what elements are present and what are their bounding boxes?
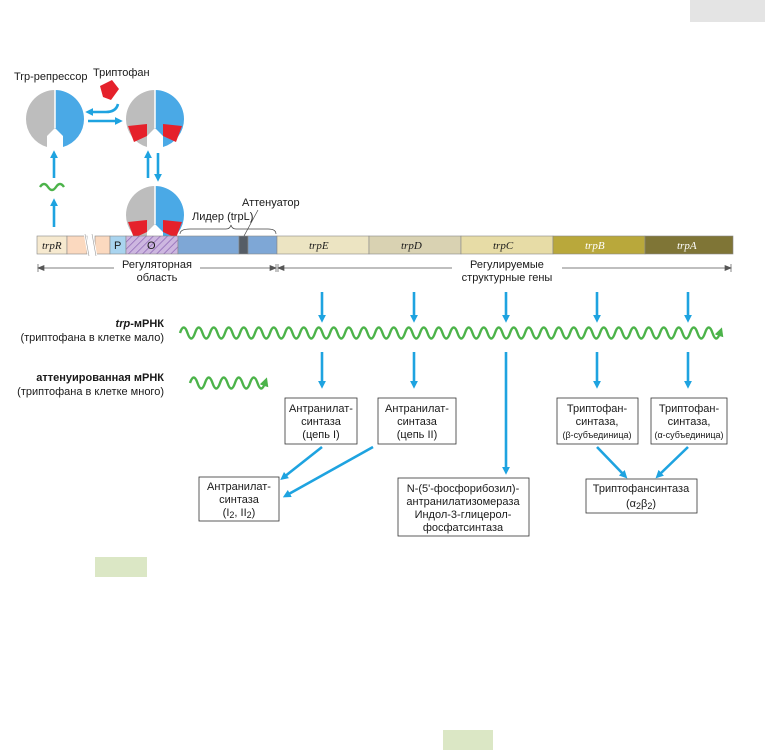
- svg-text:фосфатсинтаза: фосфатсинтаза: [423, 522, 504, 534]
- attenuator-pointer: [243, 209, 259, 237]
- tryptophan-synthase-alpha-box: Триптофан- синтаза, (α-субъединица): [650, 397, 728, 445]
- segment-trpB: trpB: [585, 240, 605, 252]
- regulatory-region-label-2: область: [137, 272, 178, 284]
- svg-text:синтаза,: синтаза,: [576, 416, 619, 428]
- segment-trpR: trpR: [42, 240, 62, 252]
- binding-arrow-forward: [85, 103, 120, 116]
- repressor-label: Trp-репрессор: [14, 71, 88, 83]
- leader-label: Лидер (trpL): [192, 211, 253, 223]
- svg-text:антранилатизомераза: антранилатизомераза: [406, 496, 520, 508]
- assembly-arrow-I: [280, 445, 323, 480]
- regulatory-region-label: Регуляторная: [122, 259, 192, 271]
- trp-mrna-note: (триптофана в клетке мало): [20, 332, 164, 344]
- attenuated-mrna-wave: [188, 376, 269, 390]
- tryptophan-label: Триптофан: [93, 67, 150, 79]
- anthranilate-synthase-complex-box: Антранилат- синтаза (I2, II2): [198, 476, 280, 522]
- structural-genes-label-2: структурные гены: [462, 272, 553, 284]
- segment-trpA: trpA: [677, 240, 697, 252]
- tryptophan-synthase-beta-box: Триптофан- синтаза, (β-субъединица): [556, 397, 639, 445]
- active-repressor-icon: [125, 90, 185, 147]
- svg-text:Триптофан-: Триптофан-: [659, 403, 720, 415]
- segment-trpC: trpC: [493, 240, 514, 252]
- tryptophan-synthase-box: Триптофансинтаза (α2β2): [585, 478, 698, 514]
- svg-text:(цепь II): (цепь II): [397, 429, 437, 441]
- svg-text:(α-субъединица): (α-субъединица): [654, 430, 723, 440]
- leader-bracket: [179, 224, 277, 235]
- corner-tab: [690, 0, 765, 22]
- svg-text:(β-субъединица): (β-субъединица): [563, 430, 632, 440]
- svg-text:Антранилат-: Антранилат-: [207, 481, 271, 493]
- segment-O: O: [147, 240, 156, 252]
- isomerase-synthase-box: N-(5'-фосфорибозил)- антранилатизомераза…: [397, 477, 530, 537]
- svg-text:(I2, II2): (I2, II2): [223, 507, 256, 520]
- svg-text:синтаза: синтаза: [397, 416, 438, 428]
- anthranilate-synthase-I-box: Антранилат- синтаза (цепь I): [284, 397, 358, 445]
- structural-genes-label: Регулируемые: [470, 259, 544, 271]
- assembly-arrow-beta: [596, 446, 628, 479]
- assembly-arrow-alpha: [655, 446, 689, 479]
- segment-trpD: trpD: [401, 240, 422, 252]
- attenuated-mrna-label: аттенуированная мРНК: [36, 372, 164, 384]
- attenuated-mrna-note: (триптофана в клетке много): [17, 386, 164, 398]
- attenuator-label: Аттенуатор: [242, 197, 300, 209]
- svg-text:(α2β2): (α2β2): [626, 498, 656, 511]
- inactive-repressor-icon: [25, 90, 85, 147]
- svg-text:Индол-3-глицерол-: Индол-3-глицерол-: [415, 509, 512, 521]
- assembly-arrow-II: [282, 445, 374, 498]
- svg-text:синтаза,: синтаза,: [668, 416, 711, 428]
- tryptophan-icon: [100, 80, 119, 100]
- anthranilate-synthase-II-box: Антранилат- синтаза (цепь II): [377, 397, 457, 445]
- svg-text:Триптофан-: Триптофан-: [567, 403, 628, 415]
- svg-text:Антранилат-: Антранилат-: [385, 403, 449, 415]
- trp-mrna-wave: [178, 326, 724, 340]
- highlight-mark-bottom: [443, 730, 493, 750]
- svg-text:N-(5'-фосфорибозил)-: N-(5'-фосфорибозил)-: [407, 483, 520, 495]
- segment-P: P: [114, 240, 121, 252]
- bound-repressor-icon: [125, 186, 185, 243]
- svg-text:(цепь I): (цепь I): [302, 429, 339, 441]
- highlight-mark-left: [95, 557, 147, 577]
- svg-text:Антранилат-: Антранилат-: [289, 403, 353, 415]
- segment-trpE: trpE: [309, 240, 329, 252]
- svg-text:синтаза: синтаза: [301, 416, 342, 428]
- operon-bar: [36, 233, 734, 257]
- svg-text:синтаза: синтаза: [219, 494, 260, 506]
- trpR-mrna-wave: [39, 182, 65, 192]
- svg-text:Триптофансинтаза: Триптофансинтаза: [593, 483, 690, 495]
- trp-mrna-label: trp-мРНК: [116, 318, 165, 330]
